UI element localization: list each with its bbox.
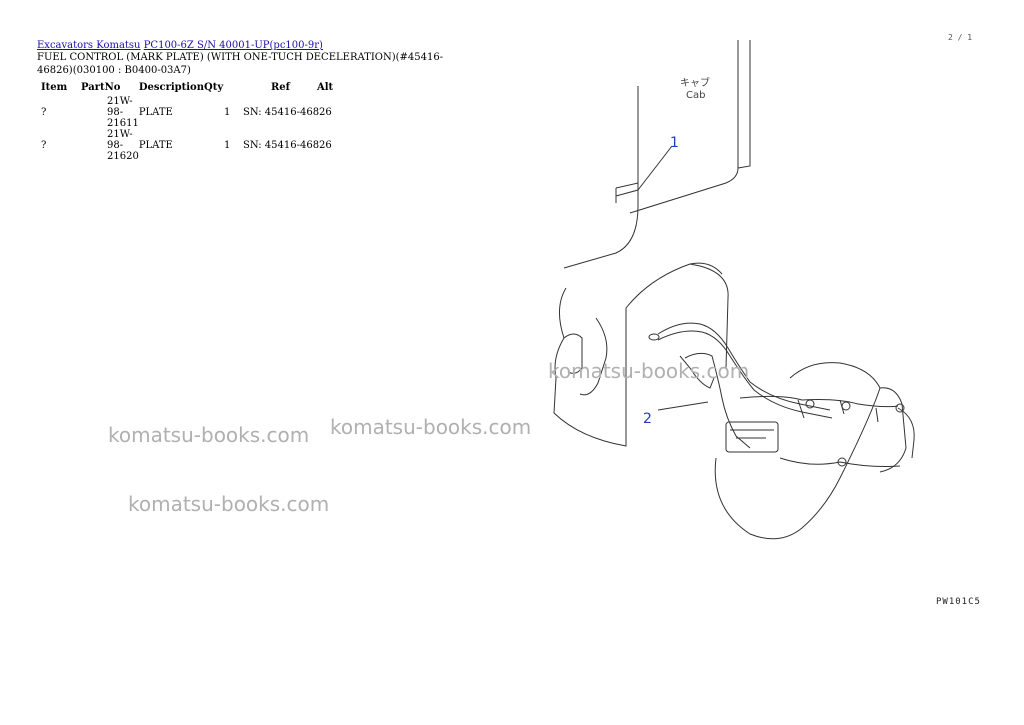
cab-outline: [563, 40, 739, 269]
console-left: [553, 262, 723, 447]
dial-stem: [684, 352, 751, 449]
col-partno: PartNo: [81, 82, 121, 93]
cable-2: [657, 330, 833, 419]
breadcrumb-link-model[interactable]: PC100-6Z S/N 40001-UP(pc100-9r): [143, 40, 323, 51]
console-back: [689, 263, 729, 369]
col-alt: Alt: [316, 82, 334, 93]
parts-diagram: キャブ Cab 1 2: [553, 40, 915, 540]
cell-qty: 1: [223, 107, 231, 118]
watermark-1: komatsu-books.com: [108, 423, 310, 447]
col-item: Item: [41, 82, 68, 93]
connector-end: [648, 333, 660, 341]
cab-label-en: Cab: [686, 90, 705, 101]
console-panel: [579, 317, 608, 396]
clip-3: [895, 403, 905, 413]
cell-ref: SN: 45416-46826: [242, 140, 332, 151]
table-row: ? 21W-98-21620 PLATE 1 SN: 45416-46826: [37, 129, 347, 162]
callout-2: 2: [643, 411, 652, 427]
parts-table: Item PartNo Description Qty Ref Alt ? 21…: [37, 79, 347, 162]
harness-clips: [797, 399, 879, 423]
breadcrumb-link-excavators[interactable]: Excavators Komatsu: [37, 40, 141, 51]
switch-box-detail: [730, 429, 774, 439]
watermark-3: komatsu-books.com: [128, 492, 330, 516]
watermark-4: komatsu-books.com: [548, 359, 750, 383]
cab-bracket: [615, 182, 639, 208]
figure-code: PW101C5: [936, 597, 981, 607]
page-title: FUEL CONTROL (MARK PLATE) (WITH ONE-TUCH…: [37, 52, 444, 76]
col-qty: Qty: [203, 82, 224, 93]
cab-label-jp: キャブ: [680, 76, 710, 89]
cell-qty: 1: [223, 140, 231, 151]
housing-body: [714, 362, 881, 540]
cell-item: ?: [41, 140, 47, 151]
dial-knob: [679, 355, 715, 389]
watermark-2: komatsu-books.com: [330, 415, 532, 439]
clip-4: [837, 457, 847, 467]
corner-mark: 2 / 1: [948, 33, 973, 42]
harness-tail: [897, 407, 915, 459]
clip-1: [805, 399, 815, 409]
harness-lower: [779, 457, 901, 467]
cell-description: PLATE: [138, 107, 173, 118]
breadcrumb: Excavators Komatsu PC100-6Z S/N 40001-UP…: [37, 40, 323, 51]
cab-pillar: [737, 40, 751, 169]
lever-grip: [563, 333, 583, 374]
housing-right: [879, 387, 907, 473]
col-ref: Ref: [270, 82, 290, 93]
cell-ref: SN: 45416-46826: [242, 107, 332, 118]
cell-description: PLATE: [138, 140, 173, 151]
cell-partno: 21W-98-21611: [107, 96, 139, 129]
harness-upper: [739, 395, 899, 408]
clip-2: [841, 401, 851, 411]
table-row: ? 21W-98-21611 PLATE 1 SN: 45416-46826: [37, 96, 347, 129]
table-header-row: Item PartNo Description Qty Ref Alt: [37, 79, 347, 96]
leader-line-1: [637, 145, 673, 191]
leader-line-2: [657, 401, 709, 411]
cell-item: ?: [41, 107, 47, 118]
switch-box: [725, 421, 779, 453]
col-description: Description: [138, 82, 204, 93]
callout-1: 1: [670, 135, 679, 151]
cable-1: [657, 322, 831, 411]
cell-partno: 21W-98-21620: [107, 129, 139, 162]
